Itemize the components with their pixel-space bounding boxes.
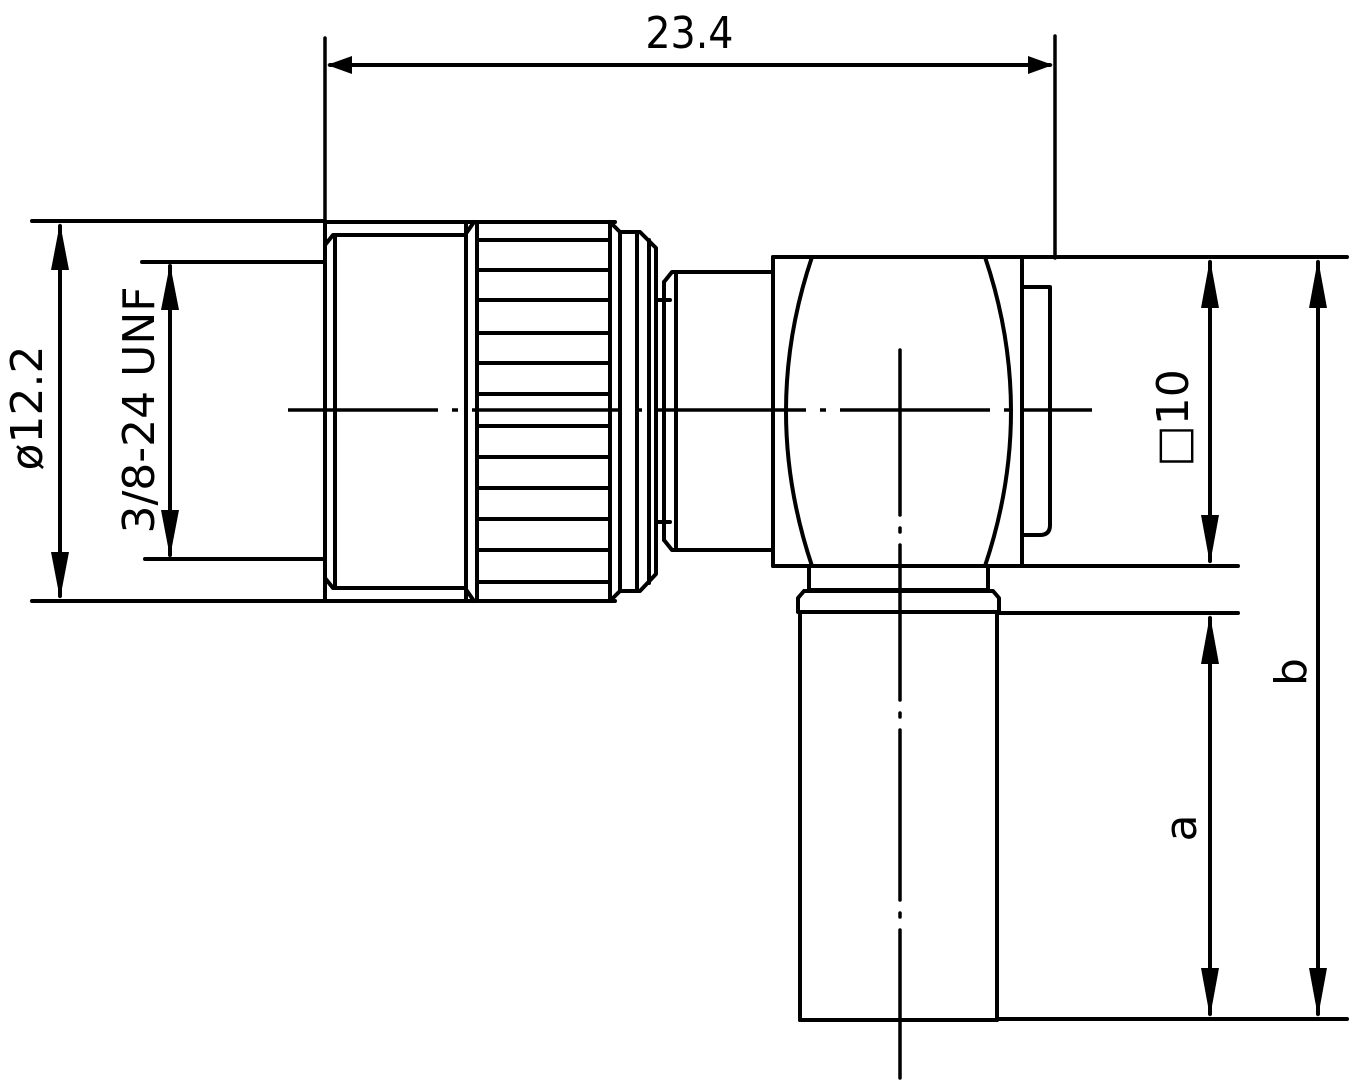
overall-length-label: 23.4: [645, 7, 733, 59]
dimension-body-square: □10: [1020, 255, 1349, 568]
dimension-overall-length: 23.4: [323, 7, 1057, 260]
dim-b-label: b: [1266, 658, 1317, 686]
thread-label: 3/8-24 UNF: [114, 286, 165, 533]
outer-diameter-label: ø12.2: [2, 346, 53, 471]
dimension-outer-diameter: ø12.2: [2, 219, 327, 603]
center-lines: [288, 348, 1092, 1080]
body-square-label: □10: [1148, 369, 1199, 467]
dimension-a: a: [995, 611, 1349, 1021]
dimension-b: b: [1266, 259, 1327, 1017]
dimension-thread: 3/8-24 UNF: [114, 260, 327, 561]
cable-tube: [796, 564, 1001, 1022]
dim-a-label: a: [1156, 815, 1207, 842]
